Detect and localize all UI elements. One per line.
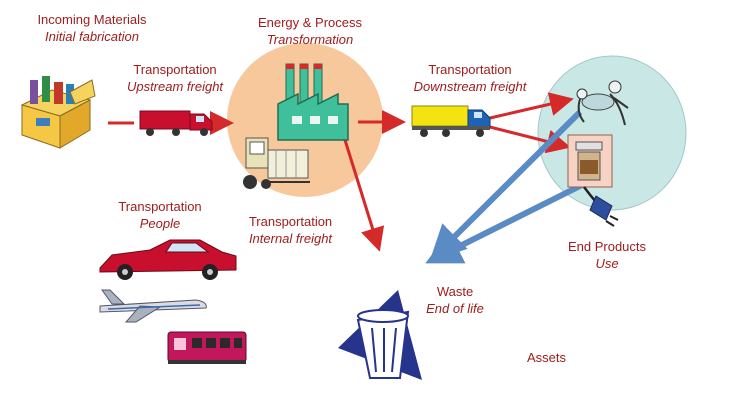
upstream-subtitle: Upstream freight <box>126 79 224 94</box>
forklift-icon <box>243 137 310 189</box>
airplane-icon <box>99 289 207 323</box>
label-energy-process: Energy & Process Transformation <box>240 14 380 48</box>
use-to-waste-arrow <box>429 109 583 262</box>
downstream-subtitle: Downstream freight <box>413 79 527 94</box>
end-products-title: End Products <box>567 239 647 254</box>
energy-subtitle: Transformation <box>266 32 354 47</box>
energy-title: Energy & Process <box>257 15 363 30</box>
waste-title: Waste <box>436 284 474 299</box>
truck-to-use-arrow <box>489 92 574 120</box>
product-to-waste-arrow <box>425 182 584 264</box>
people-title: Transportation <box>118 199 202 214</box>
downstream-title: Transportation <box>428 62 512 77</box>
red-car-icon <box>99 239 237 280</box>
label-waste: Waste End of life <box>410 283 500 317</box>
label-internal-transport: Transportation Internal freight <box>228 213 353 247</box>
incoming-subtitle: Initial fabrication <box>45 29 139 44</box>
incoming-title: Incoming Materials <box>37 12 147 27</box>
end-products-subtitle: Use <box>595 256 619 271</box>
people-subtitle: People <box>139 216 181 231</box>
power-plug-icon <box>583 186 619 227</box>
internal-to-waste-arrow <box>343 139 385 252</box>
upstream-title: Transportation <box>133 62 217 77</box>
factory-icon <box>277 63 349 141</box>
yellow-truck-icon <box>411 105 491 137</box>
label-end-products: End Products Use <box>552 238 662 272</box>
people-use-icon <box>576 80 629 126</box>
train-car-icon <box>167 331 247 364</box>
label-people-transport: Transportation People <box>95 198 225 232</box>
label-downstream-transport: Transportation Downstream freight <box>400 61 540 95</box>
coffee-maker-icon <box>567 134 613 188</box>
red-truck-icon <box>139 110 213 136</box>
label-upstream-transport: Transportation Upstream freight <box>110 61 240 95</box>
recycle-bin-icon <box>338 290 422 380</box>
materials-box-icon <box>20 76 96 149</box>
internal-title: Transportation <box>248 214 333 229</box>
label-assets: Assets <box>527 350 567 365</box>
waste-subtitle: End of life <box>426 301 484 316</box>
internal-subtitle: Internal freight <box>248 231 333 246</box>
label-incoming-materials: Incoming Materials Initial fabrication <box>22 11 162 45</box>
